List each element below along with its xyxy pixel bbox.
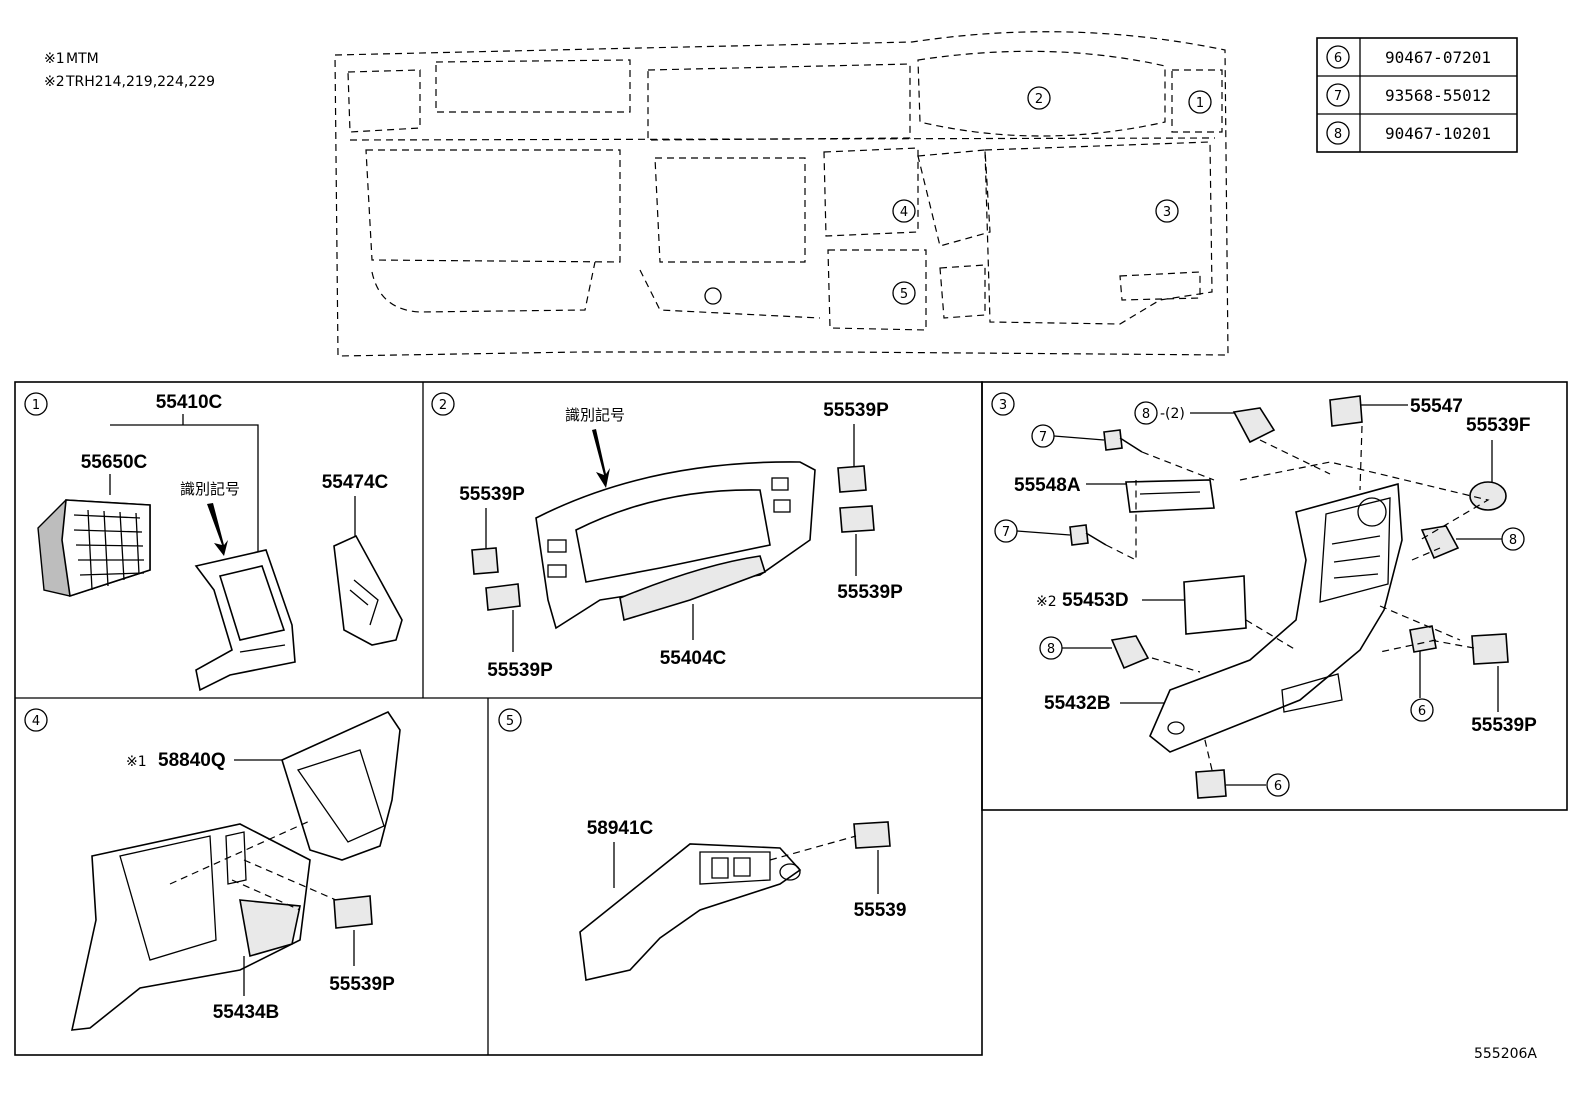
p3-clip-top-ref: 8 <box>1142 407 1150 422</box>
legend-part-7: 93568-55012 <box>1385 86 1491 105</box>
legend-part-6: 90467-07201 <box>1385 48 1491 67</box>
note-2-text: TRH214,219,224,229 <box>65 74 215 90</box>
overview-callouts: 1 2 3 4 5 <box>892 86 1212 305</box>
lower-finish-panel-icon <box>1149 482 1403 753</box>
label-55539P-top-right: 55539P <box>823 400 889 421</box>
p3-clip-6b-ref: 6 <box>1274 779 1282 794</box>
label-55539P-mid-right: 55539P <box>837 582 903 603</box>
p3-screw-a-ref: 7 <box>1039 430 1047 445</box>
panel-2-ref: 2 <box>439 398 447 413</box>
overview-ref-3: 3 <box>1163 205 1171 220</box>
p3-note-mark: ※2 <box>1036 594 1057 610</box>
side-bezel-icon <box>333 534 403 646</box>
legend-part-8: 90467-10201 <box>1385 124 1491 143</box>
label-55474C: 55474C <box>322 472 389 493</box>
note-1-mark: ※1 <box>44 51 65 67</box>
overview-ref-4: 4 <box>900 205 908 220</box>
panel-3: 3 8 -(2) 55547 55539F 7 55548A 7 ※2 5545… <box>991 392 1537 799</box>
note-2-mark: ※2 <box>44 74 65 90</box>
id-mark-label-2: 識別記号 <box>565 406 625 424</box>
panel-2: 2 識別記号 55539P 55539P 55539P 55539P 55404… <box>431 392 903 681</box>
shift-boot-icon <box>281 710 401 861</box>
note-1-text: MTM <box>66 51 99 67</box>
label-55539-panel5: 55539 <box>854 900 907 921</box>
p4-note-mark: ※1 <box>126 754 147 770</box>
p3-clip-top-qty: -(2) <box>1160 406 1185 422</box>
label-55650C: 55650C <box>81 452 148 473</box>
overview-ref-5: 5 <box>900 287 908 302</box>
label-55404C: 55404C <box>660 648 727 669</box>
p3-clip-6a-ref: 6 <box>1418 704 1426 719</box>
figure-id: 555206A <box>1474 1046 1537 1062</box>
legend-ref-7: 7 <box>1334 89 1342 104</box>
legend-table: 6 7 8 90467-07201 93568-55012 90467-1020… <box>1316 37 1518 153</box>
label-55434B: 55434B <box>213 1002 280 1023</box>
label-55539F: 55539F <box>1466 415 1530 436</box>
label-55547: 55547 <box>1410 396 1463 417</box>
label-58941C: 58941C <box>587 818 654 839</box>
overview-ref-1: 1 <box>1196 96 1204 111</box>
label-58840Q: 58840Q <box>158 750 226 771</box>
lower-panel-4-icon <box>70 823 311 1031</box>
panel-5: 5 58941C 55539 <box>498 708 907 981</box>
label-55410C: 55410C <box>156 392 223 413</box>
panel-3-ref: 3 <box>999 398 1007 413</box>
overview-ref-2: 2 <box>1035 92 1043 107</box>
label-55539P-top-left: 55539P <box>459 484 525 505</box>
panel-1-ref: 1 <box>32 398 40 413</box>
label-55539P-bottom-left: 55539P <box>487 660 553 681</box>
center-bezel-icon <box>194 549 296 692</box>
lower-panel-5-icon <box>579 843 802 981</box>
p3-clip-left-ref: 8 <box>1047 642 1055 657</box>
panel-5-ref: 5 <box>506 714 514 729</box>
label-55548A: 55548A <box>1014 475 1081 496</box>
panel-1: 1 55410C 55650C 識別記号 55474C <box>24 392 403 692</box>
id-mark-label-1: 識別記号 <box>180 480 240 498</box>
label-55432B: 55432B <box>1044 693 1111 714</box>
p3-screw-b-ref: 7 <box>1002 525 1010 540</box>
air-vent-icon <box>37 499 151 598</box>
legend-ref-6: 6 <box>1334 51 1342 66</box>
panel-4: 4 ※1 58840Q 55434B 55539P <box>24 708 401 1031</box>
panel-4-ref: 4 <box>32 714 40 729</box>
label-55453D: 55453D <box>1062 590 1129 611</box>
label-55539P-panel4: 55539P <box>329 974 395 995</box>
label-55539P-panel3: 55539P <box>1471 715 1537 736</box>
legend-ref-8: 8 <box>1334 127 1342 142</box>
cluster-bezel-icon <box>535 461 816 630</box>
panel-frames <box>14 381 1568 1056</box>
dashboard-overview <box>334 31 1229 357</box>
p3-clip-right-ref: 8 <box>1509 533 1517 548</box>
